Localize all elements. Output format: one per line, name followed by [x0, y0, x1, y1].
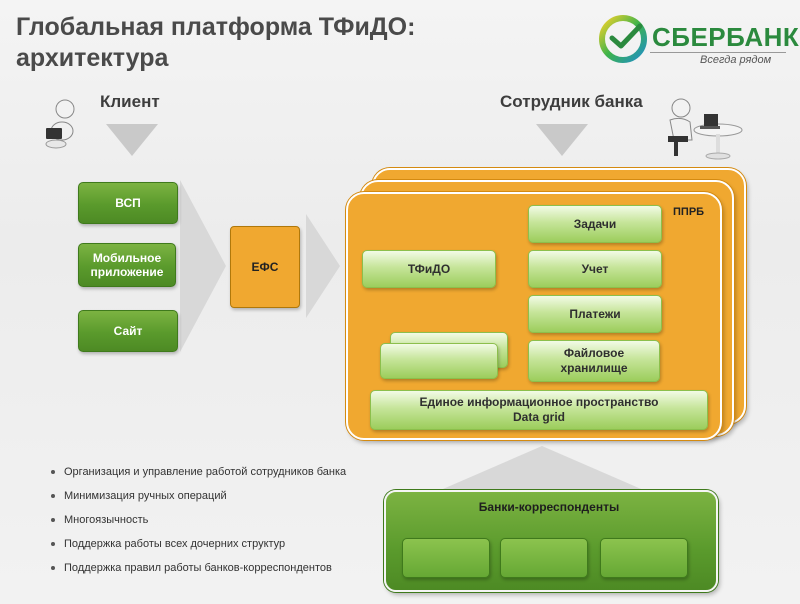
channel-mobile-app: Мобильное приложение — [78, 243, 176, 287]
efs-to-pprb-arrow-icon — [306, 214, 340, 318]
module-placeholder-front — [380, 343, 498, 379]
client-label: Клиент — [100, 92, 160, 111]
tfido-core-box: ТФиДО — [362, 250, 496, 288]
correspondent-box-2 — [500, 538, 588, 578]
logo-name: СБЕРБАНК — [652, 22, 800, 52]
sberbank-logo-icon — [599, 15, 647, 63]
service-tasks: Задачи — [528, 205, 662, 243]
data-grid-bar: Единое информационное пространство Data … — [370, 390, 708, 430]
pprb-label: ППРБ — [673, 206, 705, 218]
channel-vsp: ВСП — [78, 182, 178, 224]
feature-item: Организация и управление работой сотрудн… — [50, 460, 346, 484]
employee-down-arrow-icon — [536, 124, 588, 156]
logo-divider — [650, 52, 786, 53]
page-title: Глобальная платформа ТФиДО: архитектура — [16, 13, 416, 72]
channels-to-efs-arrow-icon — [180, 180, 226, 352]
feature-item: Поддержка работы всех дочерних структур — [50, 532, 346, 556]
feature-item: Многоязычность — [50, 508, 346, 532]
client-person-icon — [45, 99, 75, 149]
employee-at-desk-icon — [668, 98, 743, 160]
logo-tagline: Всегда рядом — [700, 54, 772, 66]
correspondents-up-arrow-icon — [436, 446, 648, 492]
correspondent-box-1 — [402, 538, 490, 578]
correspondent-box-3 — [600, 538, 688, 578]
service-payments: Платежи — [528, 295, 662, 333]
efs-box: ЕФС — [230, 226, 300, 308]
service-file-storage: Файловое хранилище — [528, 340, 660, 382]
client-down-arrow-icon — [106, 124, 158, 156]
feature-item: Поддержка правил работы банков-корреспон… — [50, 556, 346, 580]
service-accounting: Учет — [528, 250, 662, 288]
correspondents-label: Банки-корреспонденты — [478, 500, 620, 514]
channel-website: Сайт — [78, 310, 178, 352]
employee-label: Сотрудник банка — [500, 92, 643, 111]
feature-list: Организация и управление работой сотрудн… — [50, 460, 346, 580]
feature-item: Минимизация ручных операций — [50, 484, 346, 508]
